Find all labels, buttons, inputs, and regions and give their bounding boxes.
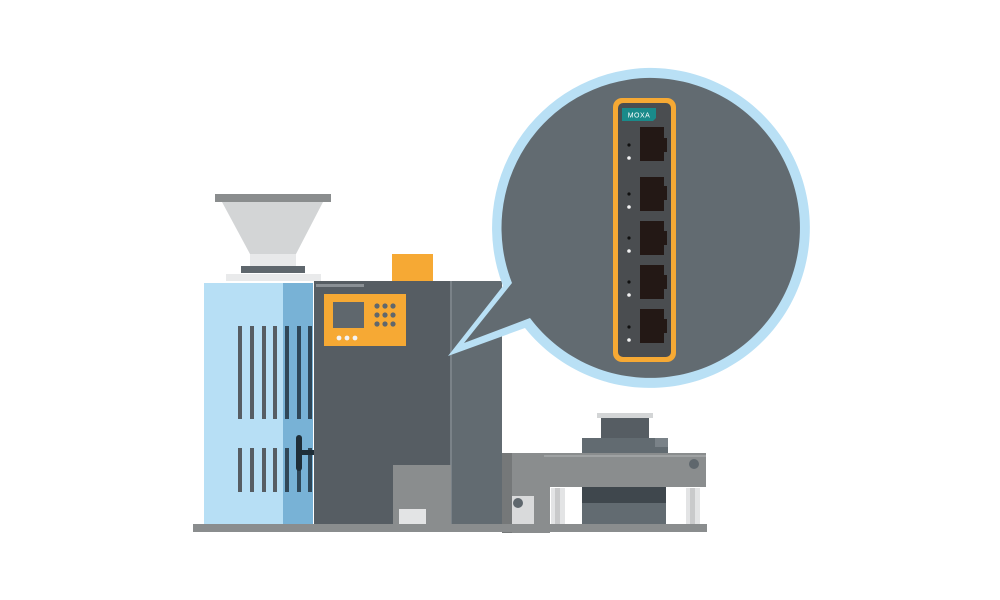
ethernet-port-1 [627,127,667,161]
indicator-lights [336,335,358,341]
door-handle [296,435,314,471]
ethernet-port-3 [627,221,667,255]
display-screen [333,302,364,328]
keypad-buttons [374,303,396,327]
conveyor-unit [502,413,706,533]
hopper [215,194,331,281]
ethernet-port-4 [627,265,667,299]
beacon-block [392,254,433,281]
ethernet-port-5 [627,309,667,343]
network-switch: MOXA [613,98,676,362]
ethernet-port-2 [627,177,667,211]
side-cabinet [204,283,314,527]
brand-label: MOXA [628,113,651,120]
control-panel [324,294,406,346]
base-floor [193,524,707,532]
brand-badge: MOXA [622,108,656,121]
